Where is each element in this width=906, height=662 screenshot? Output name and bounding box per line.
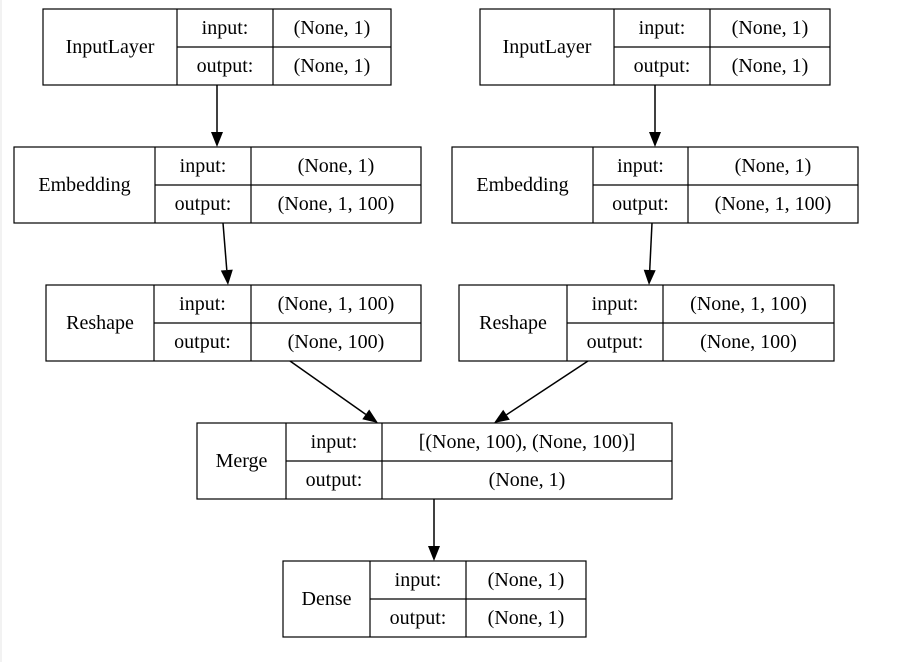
output-shape-value: (None, 1) <box>732 55 809 77</box>
input-port-label: input: <box>202 17 249 39</box>
input-port-label: input: <box>592 293 639 315</box>
layer-node-embedding_2: Embedding input: output: (None, 1) (None, 1,… <box>451 146 859 224</box>
output-shape-value: (None, 100) <box>288 331 385 353</box>
layer-node-input_2: InputLayer input: output: (None, 1) (None, 1… <box>479 8 831 86</box>
arrowhead <box>428 546 440 561</box>
layer-type-label: Merge <box>216 450 268 472</box>
layer-node-dense_1: Dense input: output: (None, 1) (None, 1) <box>282 560 587 638</box>
arrowhead <box>211 132 223 147</box>
layer-type-label: Reshape <box>479 312 547 334</box>
layer-node-reshape_2: Reshape input: output: (None, 1, 100) (None,… <box>458 284 835 362</box>
edge-line <box>506 360 589 416</box>
input-port-label: input: <box>617 155 664 177</box>
input-shape-value: (None, 1) <box>488 569 565 591</box>
edge-line <box>289 360 367 415</box>
output-shape-value: (None, 1, 100) <box>278 193 395 215</box>
input-shape-value: (None, 1) <box>735 155 812 177</box>
edge-merge_1-to-dense_1 <box>428 499 440 561</box>
arrowhead <box>649 132 661 147</box>
layer-type-label: Embedding <box>476 174 568 196</box>
layer-node-merge_1: Merge input: output: [(None, 100), (None, 1… <box>196 422 673 500</box>
output-shape-value: (None, 1) <box>489 469 566 491</box>
edge-line <box>222 222 228 271</box>
edge-embedding_2-to-reshape_2 <box>643 222 656 285</box>
layer-node-reshape_1: Reshape input: output: (None, 1, 100) (None,… <box>45 284 422 362</box>
output-port-label: output: <box>612 193 669 215</box>
output-port-label: output: <box>174 331 231 353</box>
input-port-label: input: <box>395 569 442 591</box>
output-port-label: output: <box>390 607 447 629</box>
input-shape-value: (None, 1) <box>732 17 809 39</box>
edges <box>211 85 661 561</box>
layer-type-label: InputLayer <box>66 36 155 58</box>
input-shape-value: (None, 1) <box>294 17 371 39</box>
edge-reshape_2-to-merge_1 <box>494 360 589 423</box>
output-shape-value: (None, 1) <box>294 55 371 77</box>
input-shape-value: (None, 1, 100) <box>690 293 807 315</box>
nodes: InputLayer input: output: (None, 1) (None, 1… <box>13 8 859 638</box>
input-shape-value: [(None, 100), (None, 100)] <box>419 431 636 453</box>
edge-embedding_1-to-reshape_1 <box>220 222 233 285</box>
edge-line <box>648 222 653 271</box>
input-port-label: input: <box>179 293 226 315</box>
arrowhead <box>220 269 233 285</box>
arrowhead <box>362 409 378 423</box>
output-port-label: output: <box>175 193 232 215</box>
output-port-label: output: <box>306 469 363 491</box>
arrowhead <box>494 409 510 423</box>
input-port-label: input: <box>180 155 227 177</box>
layer-node-embedding_1: Embedding input: output: (None, 1) (None, 1,… <box>13 146 422 224</box>
input-port-label: input: <box>311 431 358 453</box>
input-shape-value: (None, 1, 100) <box>278 293 395 315</box>
edge-input_2-to-embedding_2 <box>649 85 661 147</box>
output-port-label: output: <box>197 55 254 77</box>
output-shape-value: (None, 100) <box>700 331 797 353</box>
output-port-label: output: <box>587 331 644 353</box>
output-shape-value: (None, 1) <box>488 607 565 629</box>
layer-type-label: Reshape <box>66 312 134 334</box>
edge-input_1-to-embedding_1 <box>211 85 223 147</box>
output-shape-value: (None, 1, 100) <box>715 193 832 215</box>
layer-node-input_1: InputLayer input: output: (None, 1) (None, 1… <box>42 8 392 86</box>
layer-type-label: Dense <box>302 588 352 610</box>
input-shape-value: (None, 1) <box>298 155 375 177</box>
output-port-label: output: <box>634 55 691 77</box>
layer-type-label: InputLayer <box>503 36 592 58</box>
layer-type-label: Embedding <box>38 174 130 196</box>
input-port-label: input: <box>639 17 686 39</box>
arrowhead <box>643 269 656 285</box>
edge-reshape_1-to-merge_1 <box>289 360 378 423</box>
